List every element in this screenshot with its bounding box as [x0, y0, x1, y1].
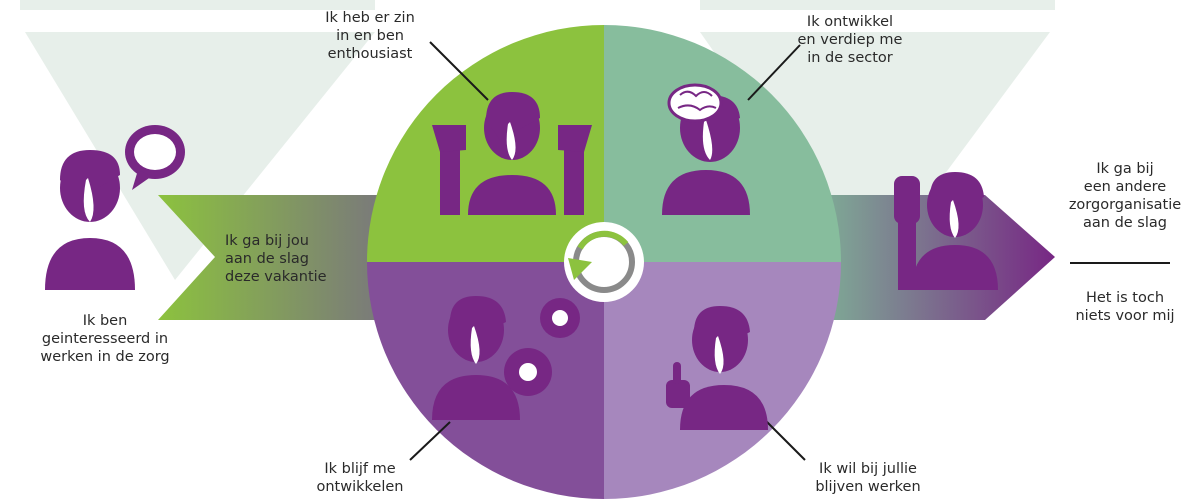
- label-other-org: Ik ga bij een andere zorgorganisatie aan…: [1068, 161, 1182, 231]
- brain-icon: [667, 83, 723, 123]
- person-hand-up-icon: [894, 172, 998, 290]
- gear-icon-large: [504, 348, 552, 396]
- pointing-hand-icon: [666, 362, 690, 408]
- label-keep-developing: Ik blijf me ontwikkelen: [316, 461, 404, 495]
- pointer-line-enthusiastic: [429, 41, 489, 101]
- person-interested-icon: [45, 150, 135, 290]
- label-not-for-me: Het is toch niets voor mij: [1075, 290, 1175, 324]
- person-enthusiastic-icon: [432, 92, 592, 215]
- refresh-icon: [564, 222, 644, 302]
- pointer-line-keep-working: [764, 419, 806, 461]
- background-shapes: [20, 0, 1055, 280]
- label-interested: Ik ben geinteresseerd in werken in de zo…: [40, 313, 170, 365]
- bg-triangle-left: [25, 32, 375, 280]
- pointer-line-develop-sector: [747, 44, 801, 101]
- pointer-line-keep-developing: [409, 421, 451, 461]
- person-gears-icon: [432, 296, 520, 420]
- label-develop-sector: Ik ontwikkel en verdiep me in de sector: [797, 14, 903, 66]
- bg-strip-right: [700, 0, 1055, 10]
- quadrant-keep-working: [604, 262, 841, 499]
- label-start-work: Ik ga bij jou aan de slag deze vakantie: [225, 233, 327, 285]
- label-enthusiastic: Ik heb er zin in en ben enthousiast: [325, 10, 415, 62]
- pointer-lines: [409, 41, 1170, 461]
- speech-bubble-icon: [125, 125, 185, 190]
- arrow-left: [158, 195, 378, 320]
- bg-strip-left: [20, 0, 375, 10]
- label-keep-working: Ik wil bij jullie blijven werken: [815, 461, 921, 495]
- bg-triangle-right: [700, 32, 1050, 275]
- gear-icon-small: [540, 298, 580, 338]
- person-pointing-icon: [680, 306, 768, 430]
